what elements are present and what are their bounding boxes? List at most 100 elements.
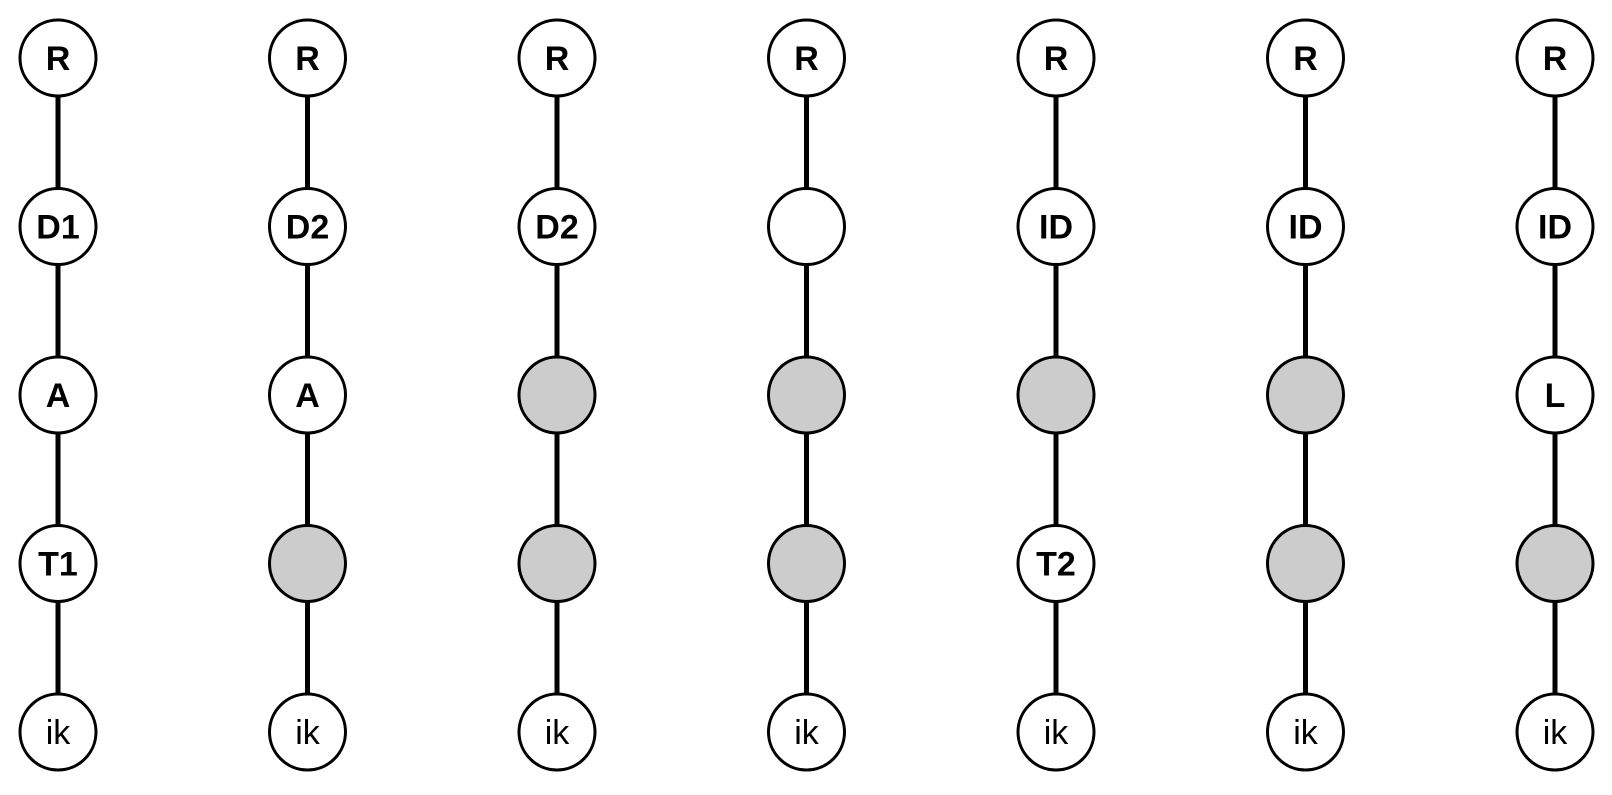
chain-5-node-3 [1016, 355, 1096, 435]
chain-5-node-2: ID [1016, 187, 1096, 266]
shaded-node-circle [1016, 355, 1096, 435]
node-circle [1016, 18, 1096, 98]
node-circle [18, 524, 98, 603]
chain-7-node-2: ID [1515, 187, 1595, 266]
chain-6-node-1: R [1266, 18, 1345, 98]
node-label: ik [794, 714, 820, 752]
shaded-node-circle [1266, 524, 1345, 603]
node-circle [517, 692, 597, 772]
chain-4-node-5: ik [767, 692, 846, 772]
chain-6-node-2: ID [1266, 187, 1345, 266]
chain-7-node-5: ik [1515, 692, 1595, 772]
node-label: D1 [36, 209, 79, 247]
chain-2-node-2: D2 [268, 187, 347, 266]
node-label: ik [1293, 714, 1319, 752]
chain-1-node-1: R [18, 18, 98, 98]
node-circle [517, 18, 597, 98]
node-circle [18, 187, 98, 266]
node-label: D2 [535, 209, 578, 247]
chain-1-node-3: A [18, 355, 98, 435]
shaded-node-circle [517, 524, 597, 603]
chain-4-node-1: R [767, 18, 846, 98]
chain-4-node-3 [767, 355, 846, 435]
shaded-node-circle [1515, 524, 1595, 603]
chain-7-node-1: R [1515, 18, 1595, 98]
node-circle [268, 355, 347, 435]
chain-5-node-1: R [1016, 18, 1096, 98]
chain-3-node-2: D2 [517, 187, 597, 266]
node-label: ik [545, 714, 571, 752]
node-label: D2 [286, 209, 329, 247]
shaded-node-circle [767, 524, 846, 603]
node-label: A [295, 377, 320, 415]
chain-6-node-5: ik [1266, 692, 1345, 772]
chain-7-node-4 [1515, 524, 1595, 603]
chain-1-node-2: D1 [18, 187, 98, 266]
chain-2-node-3: A [268, 355, 347, 435]
chain-4-node-4 [767, 524, 846, 603]
node-circle [1515, 355, 1595, 435]
chain-1-node-5: ik [18, 692, 98, 772]
node-circle [268, 187, 347, 266]
node-circle [1515, 187, 1595, 266]
chain-5: R ID T2 ik [1016, 18, 1096, 772]
node-circle [767, 692, 846, 772]
chain-3: R D2 ik [517, 18, 597, 772]
node-circle [767, 18, 846, 98]
node-circle [1266, 18, 1345, 98]
chain-3-node-3 [517, 355, 597, 435]
node-label: ID [1039, 209, 1073, 247]
node-circle [1515, 18, 1595, 98]
node-label: ik [295, 714, 321, 752]
chain-6-node-4 [1266, 524, 1345, 603]
node-label: R [1293, 40, 1318, 78]
node-label: R [1543, 40, 1568, 78]
chain-5-node-5: ik [1016, 692, 1096, 772]
node-circle [268, 692, 347, 772]
node-label: R [295, 40, 320, 78]
node-label: R [545, 40, 570, 78]
node-label: T2 [1036, 546, 1076, 584]
chain-6: R ID ik [1266, 18, 1345, 772]
node-label: ID [1538, 209, 1572, 247]
chain-4-node-2 [767, 187, 846, 266]
node-circle [1016, 524, 1096, 603]
node-label: ID [1289, 209, 1323, 247]
shaded-node-circle [767, 355, 846, 435]
node-label: ik [46, 714, 72, 752]
node-label: A [46, 377, 71, 415]
chain-4: Rik [767, 18, 846, 772]
chain-2-node-4 [268, 524, 347, 603]
node-circle [767, 187, 846, 266]
chain-7-node-3: L [1515, 355, 1595, 435]
chain-5-node-4: T2 [1016, 524, 1096, 603]
chain-6-node-3 [1266, 355, 1345, 435]
chain-2-node-5: ik [268, 692, 347, 772]
node-circle [18, 18, 98, 98]
node-label: R [46, 40, 71, 78]
chain-1: R D1A T1 ik [18, 18, 98, 772]
node-label: R [1044, 40, 1069, 78]
node-circle [1266, 692, 1345, 772]
node-circle [268, 18, 347, 98]
node-label: R [794, 40, 819, 78]
node-label: ik [1543, 714, 1569, 752]
node-label: ik [1044, 714, 1070, 752]
chain-1-node-4: T1 [18, 524, 98, 603]
node-circle [1016, 187, 1096, 266]
chain-7: R ID Lik [1515, 18, 1595, 772]
chain-3-node-4 [517, 524, 597, 603]
node-circle [18, 355, 98, 435]
node-label: L [1545, 377, 1566, 415]
chain-3-node-1: R [517, 18, 597, 98]
shaded-node-circle [1266, 355, 1345, 435]
node-label: T1 [38, 546, 78, 584]
node-circle [517, 187, 597, 266]
node-circle [1266, 187, 1345, 266]
node-circle [1515, 692, 1595, 772]
shaded-node-circle [268, 524, 347, 603]
shaded-node-circle [517, 355, 597, 435]
chain-2-node-1: R [268, 18, 347, 98]
